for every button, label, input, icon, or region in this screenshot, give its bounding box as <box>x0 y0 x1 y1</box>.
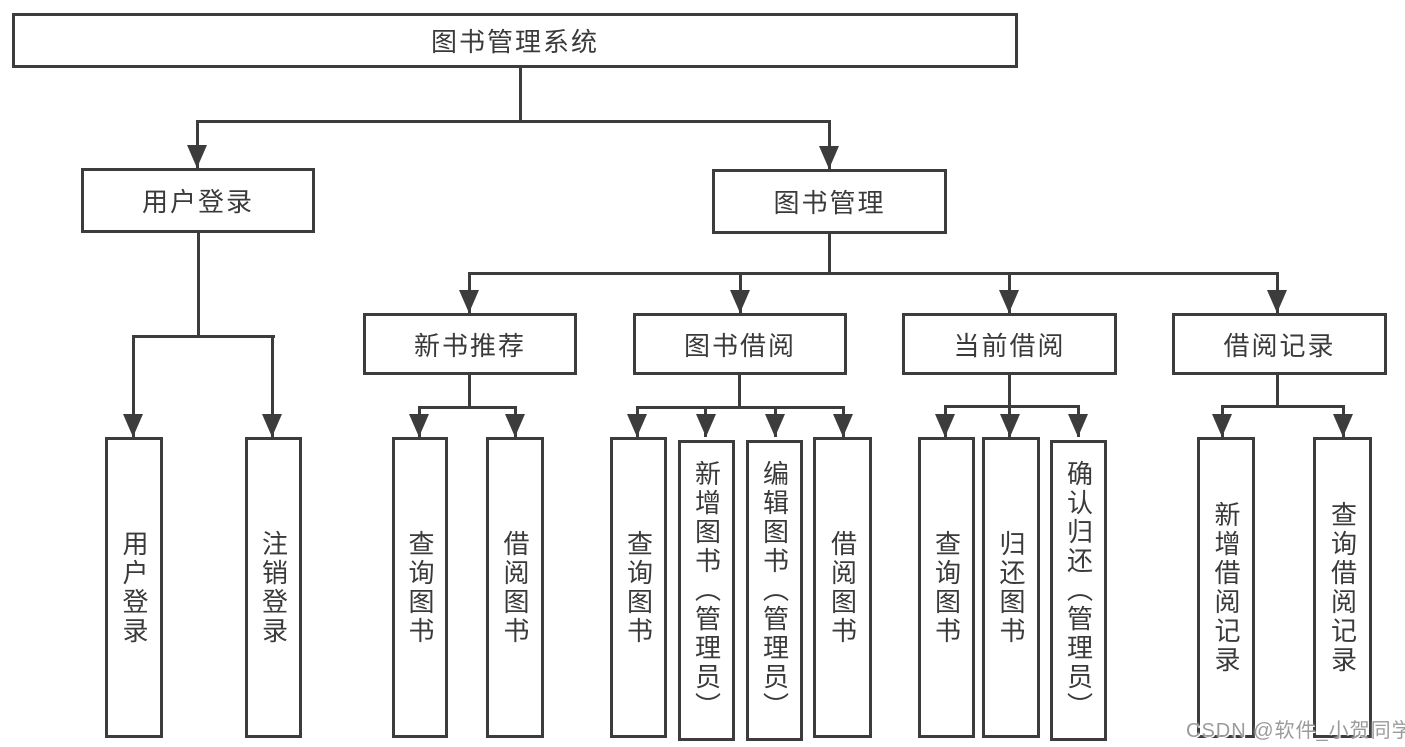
connector-root-stem <box>519 68 522 123</box>
connector-recommend-group-stem <box>468 375 471 409</box>
node-add-books-admin-label: 新增图书（管理员） <box>691 460 722 721</box>
node-logout-leaf: 注销登录 <box>245 437 302 738</box>
arrowhead-down-icon <box>1000 414 1020 437</box>
node-confirm-return-admin-label: 确认归还（管理员） <box>1063 460 1094 721</box>
arrowhead-down-icon <box>999 290 1019 313</box>
node-logout-leaf-label: 注销登录 <box>258 529 289 646</box>
arrowhead-down-icon <box>1267 290 1287 313</box>
arrowhead-down-icon <box>1068 414 1088 437</box>
node-borrow-books-leaf-label: 借阅图书 <box>827 529 858 646</box>
node-new-book-recommend-label: 新书推荐 <box>413 330 526 361</box>
arrowhead-down-icon <box>1212 414 1232 437</box>
connector-recommend-group-hline <box>418 406 517 409</box>
node-new-book-recommend: 新书推荐 <box>363 313 577 375</box>
arrowhead-down-icon <box>765 414 785 437</box>
arrowhead-down-icon <box>505 414 525 437</box>
node-query-books-recommend: 查询图书 <box>392 437 448 738</box>
arrowhead-down-icon <box>409 414 429 437</box>
node-user-login: 用户登录 <box>81 168 315 233</box>
node-edit-books-admin-label: 编辑图书（管理员） <box>759 460 790 721</box>
node-add-borrow-record: 新增借阅记录 <box>1197 437 1255 738</box>
connector-book-mgmt-stem <box>828 120 831 169</box>
arrowhead-down-icon <box>833 414 853 437</box>
connector-login-group-stem <box>197 233 200 338</box>
connector-borrow-group-stem <box>738 375 741 409</box>
node-library-system-label: 图书管理系统 <box>430 27 599 57</box>
node-book-borrowing: 图书借阅 <box>633 313 847 375</box>
node-borrow-books-leaf: 借阅图书 <box>813 437 872 738</box>
node-book-management-label: 图书管理 <box>773 188 886 218</box>
node-book-borrowing-label: 图书借阅 <box>683 330 796 361</box>
arrowhead-down-icon <box>459 290 479 313</box>
node-query-borrow-record-label: 查询借阅记录 <box>1327 500 1358 675</box>
node-user-login-label: 用户登录 <box>141 187 254 217</box>
node-current-borrowing-label: 当前借阅 <box>953 330 1066 361</box>
node-add-borrow-record-label: 新增借阅记录 <box>1211 500 1241 675</box>
node-borrow-books-recommend-label: 借阅图书 <box>500 529 530 646</box>
arrowhead-down-icon <box>730 290 750 313</box>
node-confirm-return-admin: 确认归还（管理员） <box>1050 440 1107 741</box>
node-borrowing-records-label: 借阅记录 <box>1223 330 1336 361</box>
arrowhead-down-icon <box>1333 414 1353 437</box>
node-borrow-books-recommend: 借阅图书 <box>486 437 544 738</box>
connector-records-group-hline <box>1221 405 1345 408</box>
node-add-books-admin: 新增图书（管理员） <box>678 440 735 741</box>
node-query-books-recommend-label: 查询图书 <box>405 529 435 646</box>
node-book-management: 图书管理 <box>712 169 947 234</box>
connector-leaf-stem <box>132 335 135 437</box>
node-current-borrowing: 当前借阅 <box>902 313 1117 375</box>
connector-current-group-hline <box>944 405 1080 408</box>
arrowhead-down-icon <box>123 414 143 437</box>
connector-current-group-stem <box>1008 375 1011 408</box>
connector-login-group-hline <box>132 335 275 338</box>
arrowhead-down-icon <box>627 414 647 437</box>
node-return-books-label: 归还图书 <box>996 529 1026 646</box>
connector-root-hline <box>196 120 831 123</box>
connector-borrow-group-hline <box>636 406 845 409</box>
node-edit-books-admin: 编辑图书（管理员） <box>746 440 803 741</box>
node-query-books-current: 查询图书 <box>918 437 975 738</box>
arrowhead-down-icon <box>935 414 955 437</box>
node-user-login-leaf-label: 用户登录 <box>119 529 149 646</box>
connector-book-mgmt-group-hline <box>468 272 1279 275</box>
node-query-books-borrow: 查询图书 <box>610 437 667 738</box>
node-return-books: 归还图书 <box>982 437 1040 738</box>
arrowhead-down-icon <box>187 145 207 168</box>
connector-book-mgmt-group-stem <box>828 234 831 275</box>
arrowhead-down-icon <box>696 414 716 437</box>
watermark: CSDN @软件_小贺同学 <box>1186 720 1405 742</box>
node-borrowing-records: 借阅记录 <box>1172 313 1387 375</box>
node-query-borrow-record: 查询借阅记录 <box>1313 437 1372 738</box>
connector-records-group-stem <box>1276 375 1279 408</box>
node-query-books-borrow-label: 查询图书 <box>623 529 654 646</box>
connector-user-login-stem <box>196 120 199 168</box>
node-query-books-current-label: 查询图书 <box>931 529 962 646</box>
arrowhead-down-icon <box>819 146 839 169</box>
node-library-system: 图书管理系统 <box>12 13 1018 68</box>
arrowhead-down-icon <box>262 414 282 437</box>
node-user-login-leaf: 用户登录 <box>105 437 163 738</box>
connector-leaf-stem <box>271 335 274 437</box>
